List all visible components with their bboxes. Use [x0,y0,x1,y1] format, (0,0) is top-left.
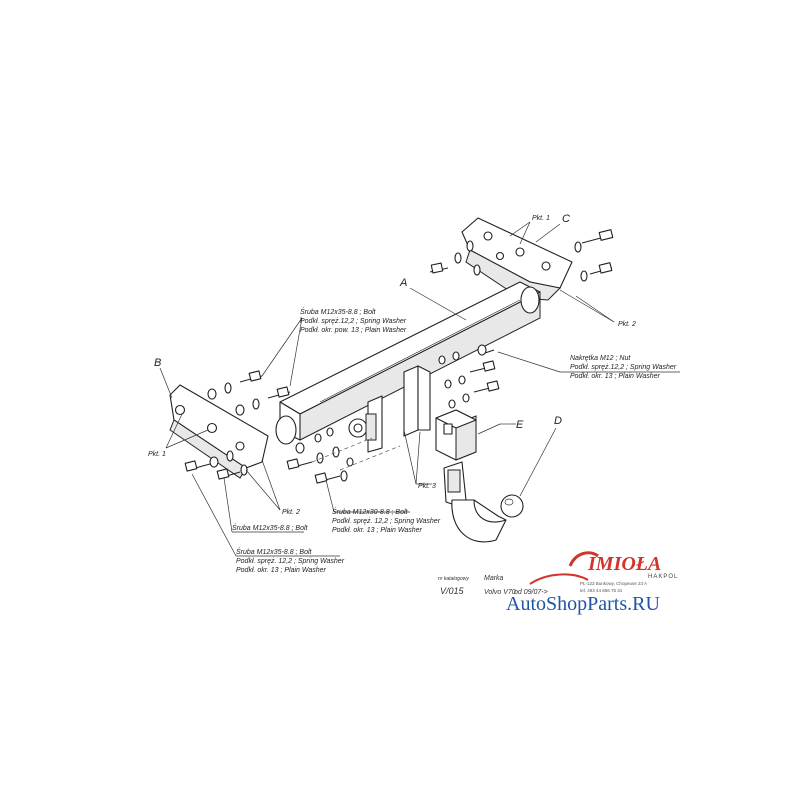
right-bracket-c [461,217,573,301]
callout-right: Nakrętka M12 ; Nut Podkł. spręż.12,2 ; S… [570,355,677,380]
callout-line: Podkł. okr. pow. 13 ; Plain Washer [300,327,407,334]
callout-lower-bolt: Śruba M12x35-8.8 ; Bolt [232,523,309,532]
model-date: od 09/07-> [514,589,548,596]
catalog-number-header: nr katalogowy [438,576,469,582]
watermark: AutoShopParts.RU [506,573,660,615]
part-label-d: D [554,415,562,427]
callout-line: Podkł. okr. 13 ; Plain Washer [332,527,423,534]
callout-line: Podkł. spręż. 12,2 ; Spring Washer [332,518,441,525]
callout-line: Śruba M12x35-8.8 ; Bolt [232,523,309,532]
callout-line: Nakrętka M12 ; Nut [570,355,631,362]
callout-line: Śruba M12x35-8.8 ; Bolt [300,307,377,316]
point-label-pkt1-right: Pkt. 1 [532,215,550,222]
callout-line: Podkł. spręż.12,2 ; Spring Washer [300,318,407,325]
point-label-pkt3: Pkt. 3 [418,483,436,490]
part-label-e: E [516,419,524,431]
imiola-logo: IMIOŁA HAKPOL PL-123 Bunkowy, Chopeuse 2… [568,551,678,593]
left-bracket-b [169,384,269,479]
right-nuts-washers [438,344,500,409]
point-label-pkt1-left: Pkt. 1 [148,451,166,458]
callout-line: Podkł. spręż.12,2 ; Spring Washer [570,364,677,371]
callout-upper-left: Śruba M12x35-8.8 ; Bolt Podkł. spręż.12,… [300,307,407,334]
logo-brand-text: IMIOŁA [587,553,661,575]
catalog-number: V/015 [440,586,465,596]
logo-swoosh-icon [568,551,599,567]
point-label-pkt2-left: Pkt. 2 [282,509,300,516]
cross-bar-a [275,281,541,445]
callout-line: Śruba M12x35-8.8 ; Bolt [236,547,313,556]
watermark-text: AutoShopParts.RU [506,593,660,615]
logo-address-1: PL-123 Bunkowy, Chopeuse 23 A [580,581,647,586]
watermark-swoosh-icon [529,573,589,585]
center-fasteners [286,427,401,484]
point-label-pkt2-right: Pkt. 2 [618,321,636,328]
logo-address-2: tel. 493 44 656 75 31 [580,588,623,593]
logo-sub-text: HAKPOL [648,574,678,580]
leader-lines [159,221,680,557]
callout-bottom: Śruba M12x35-8.8 ; Bolt Podkł. spręż. 12… [236,547,345,574]
make-header: Marka [484,575,504,582]
callout-line: Podkł. spręż. 12,2 ; Spring Washer [236,558,345,565]
vehicle-model: Volvo V70 [484,589,516,596]
title-block: nr katalogowy Marka V/015 Volvo V70 od 0… [438,575,548,596]
ball-neck-d [443,461,524,543]
part-label-c: C [562,213,570,225]
left-bracket-fasteners [184,370,291,480]
callout-line: Podkł. okr. 13 ; Plain Washer [236,567,327,574]
part-label-b: B [154,357,161,369]
callout-line: Śruba M12x30-8.8 ; Bolt [332,507,409,516]
right-bracket-fasteners [429,229,614,282]
part-label-a: A [399,277,407,289]
receiver-box-e [435,409,477,461]
callout-center: Śruba M12x30-8.8 ; Bolt Podkł. spręż. 12… [332,507,441,534]
callout-line: Podkł. okr. 13 ; Plain Washer [570,373,661,380]
